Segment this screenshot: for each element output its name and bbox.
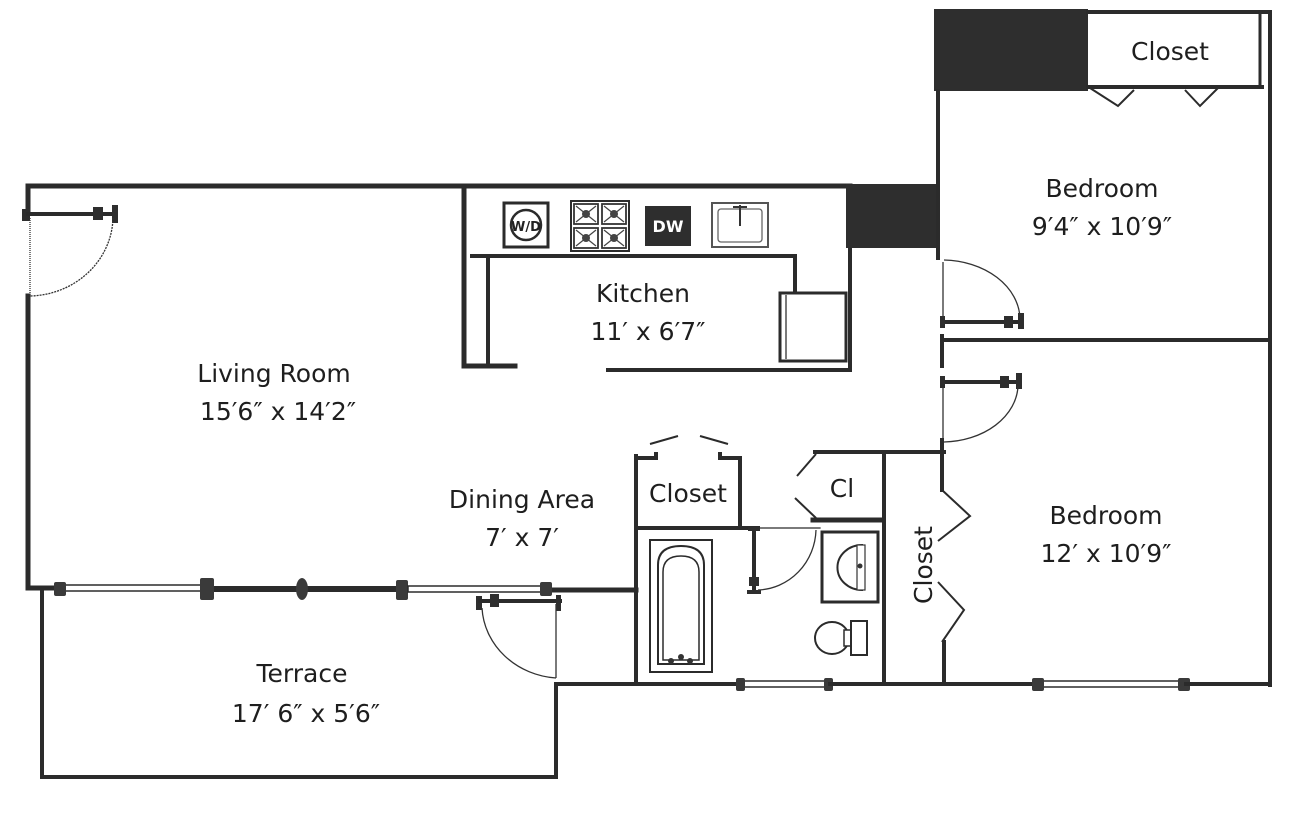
closet-label: Closet: [1131, 37, 1209, 66]
bedroom-1-walls: [936, 10, 1272, 687]
bedroom-2-door: [940, 373, 1022, 443]
room-name: Bedroom: [1049, 501, 1162, 530]
dishwasher-label: DW: [653, 217, 684, 236]
bedroom-1-label: Bedroom 9′4″ x 10′9″: [1032, 174, 1172, 241]
bathtub-icon: [649, 539, 713, 673]
structural-column: [934, 9, 1088, 91]
washer-dryer: W/D: [502, 201, 550, 249]
bath-walls: [634, 435, 946, 691]
terrace-walls: [40, 590, 652, 779]
closet-label: Closet: [909, 526, 938, 604]
room-dimensions: 12′ x 10′9″: [1041, 539, 1172, 568]
room-dimensions: 17′ 6″ x 5′6″: [232, 699, 380, 728]
bath-door: [747, 527, 817, 594]
dishwasher: DW: [645, 206, 691, 246]
stove-icon: [570, 200, 630, 252]
washer-dryer-label: W/D: [511, 220, 541, 235]
closet-doors-bedroom-1: [1089, 87, 1219, 108]
terrace-door: [476, 594, 562, 679]
sliding-window-living: [54, 578, 552, 600]
entry-door: [22, 205, 118, 297]
bathroom-sink-icon: [820, 530, 880, 604]
room-dimensions: 15′6″ x 14′2″: [200, 397, 356, 426]
terrace-label: Terrace 17′ 6″ x 5′6″: [232, 659, 380, 728]
structural-column: [846, 184, 940, 248]
living-room-walls: [25, 183, 853, 593]
room-name: Bedroom: [1045, 174, 1158, 203]
kitchen-label: Kitchen 11′ x 6′7″: [590, 279, 705, 346]
toilet-icon: [814, 620, 868, 656]
room-dimensions: 11′ x 6′7″: [590, 317, 705, 346]
bedroom-1-door: [940, 259, 1024, 368]
room-dimensions: 9′4″ x 10′9″: [1032, 212, 1172, 241]
room-name: Dining Area: [449, 485, 595, 514]
closet-label: Closet: [649, 479, 727, 508]
room-name: Terrace: [256, 659, 348, 688]
bedroom-2-walls: [882, 438, 1272, 691]
room-name: Living Room: [197, 359, 350, 388]
closet-label: Cl: [830, 474, 854, 503]
kitchen-sink-icon: [711, 202, 769, 248]
bedroom-2-label: Bedroom 12′ x 10′9″: [1041, 501, 1172, 568]
dining-area-label: Dining Area 7′ x 7′: [449, 485, 595, 552]
room-dimensions: 7′ x 7′: [485, 523, 559, 552]
room-name: Kitchen: [596, 279, 690, 308]
living-room-label: Living Room 15′6″ x 14′2″: [197, 359, 356, 426]
